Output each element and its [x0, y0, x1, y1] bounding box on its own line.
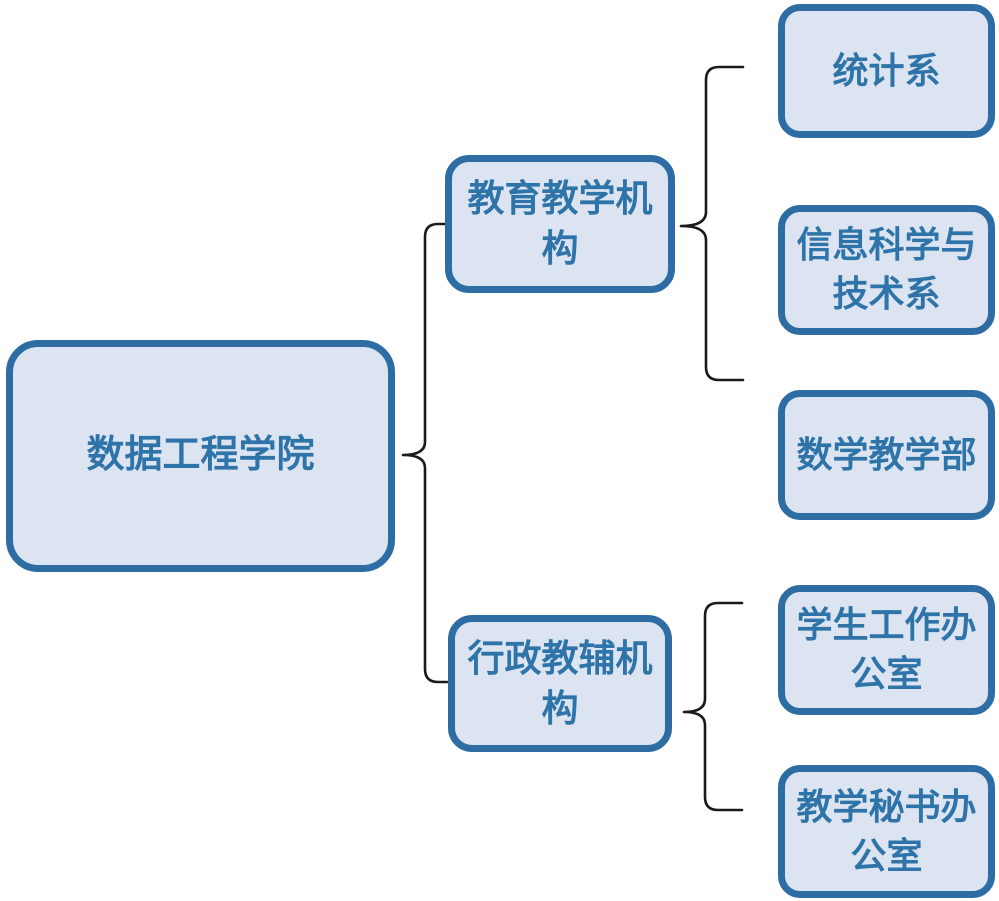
brace-root-to-divisions	[401, 222, 449, 684]
node-college: 数据工程学院	[6, 340, 395, 572]
node-teaching-secretary-office-label: 教学秘书办 公室	[796, 785, 977, 876]
node-college-label: 数据工程学院	[86, 434, 315, 477]
node-education-teaching-orgs-label: 教育教学机 构	[467, 178, 653, 269]
brace-edu-to-departments	[679, 65, 745, 382]
node-student-affairs-office-label: 学生工作办 公室	[796, 604, 977, 694]
node-math-teaching-dept-label: 数学教学部	[796, 433, 977, 475]
node-math-teaching-dept: 数学教学部	[778, 390, 995, 520]
node-infoscience-tech-dept-label: 信息科学与 技术系	[796, 224, 977, 314]
node-admin-support-orgs: 行政教辅机 构	[448, 615, 672, 752]
node-statistics-dept-label: 统计系	[832, 49, 941, 91]
node-teaching-secretary-office: 教学秘书办 公室	[778, 765, 995, 898]
node-student-affairs-office: 学生工作办 公室	[778, 585, 995, 715]
node-admin-support-orgs-label: 行政教辅机 构	[467, 637, 653, 729]
brace-admin-to-offices	[682, 601, 744, 812]
node-infoscience-tech-dept: 信息科学与 技术系	[778, 205, 995, 335]
node-statistics-dept: 统计系	[778, 4, 995, 138]
node-education-teaching-orgs: 教育教学机 构	[445, 155, 675, 293]
